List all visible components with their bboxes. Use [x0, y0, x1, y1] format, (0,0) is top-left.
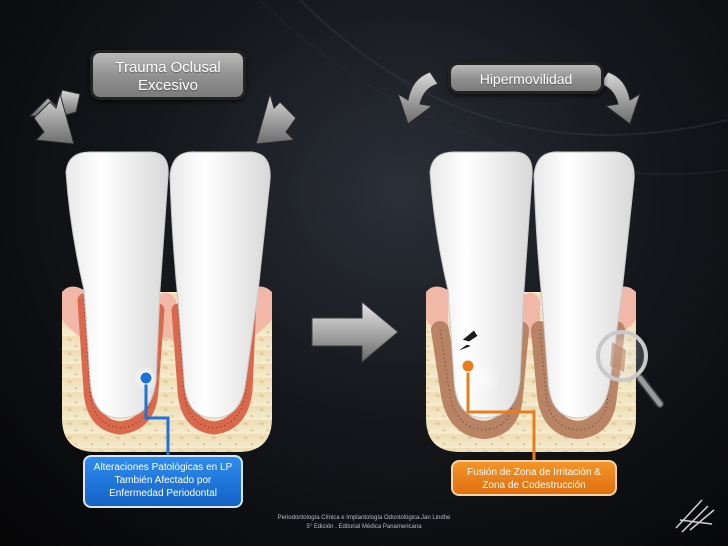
left-dental-section [28, 89, 297, 455]
orange-marker [461, 359, 475, 373]
trauma-oclusal-label: Trauma Oclusal Excesivo [90, 50, 246, 100]
hipermovilidad-label: Hipermovilidad [448, 62, 604, 94]
curved-arrow-left-icon [397, 71, 439, 125]
citation: Periodontología Clínica e Implantología … [246, 514, 482, 532]
magnifier-icon [596, 330, 664, 408]
fusion-label-text: Fusión de Zona de Irritación & Zona de C… [467, 467, 601, 491]
hipermovilidad-label-text: Hipermovilidad [479, 71, 573, 87]
alteraciones-label-text: Alteraciones Patológicas en LP También A… [93, 462, 233, 499]
signature [675, 499, 715, 533]
citation-text: Periodontología Clínica e Implantología … [277, 515, 451, 530]
alteraciones-label: Alteraciones Patológicas en LP También A… [83, 455, 243, 508]
down-arrow-left-icon [33, 92, 75, 145]
right-dental-section [397, 71, 664, 460]
transition-arrow-icon [311, 300, 399, 364]
down-arrow-right-icon [255, 92, 297, 145]
blue-marker [139, 371, 153, 385]
curved-arrow-right-icon [599, 71, 641, 125]
trauma-label-text: Trauma Oclusal Excesivo [115, 59, 221, 94]
fusion-label: Fusión de Zona de Irritación & Zona de C… [451, 460, 617, 496]
lightning-icon [455, 329, 479, 353]
